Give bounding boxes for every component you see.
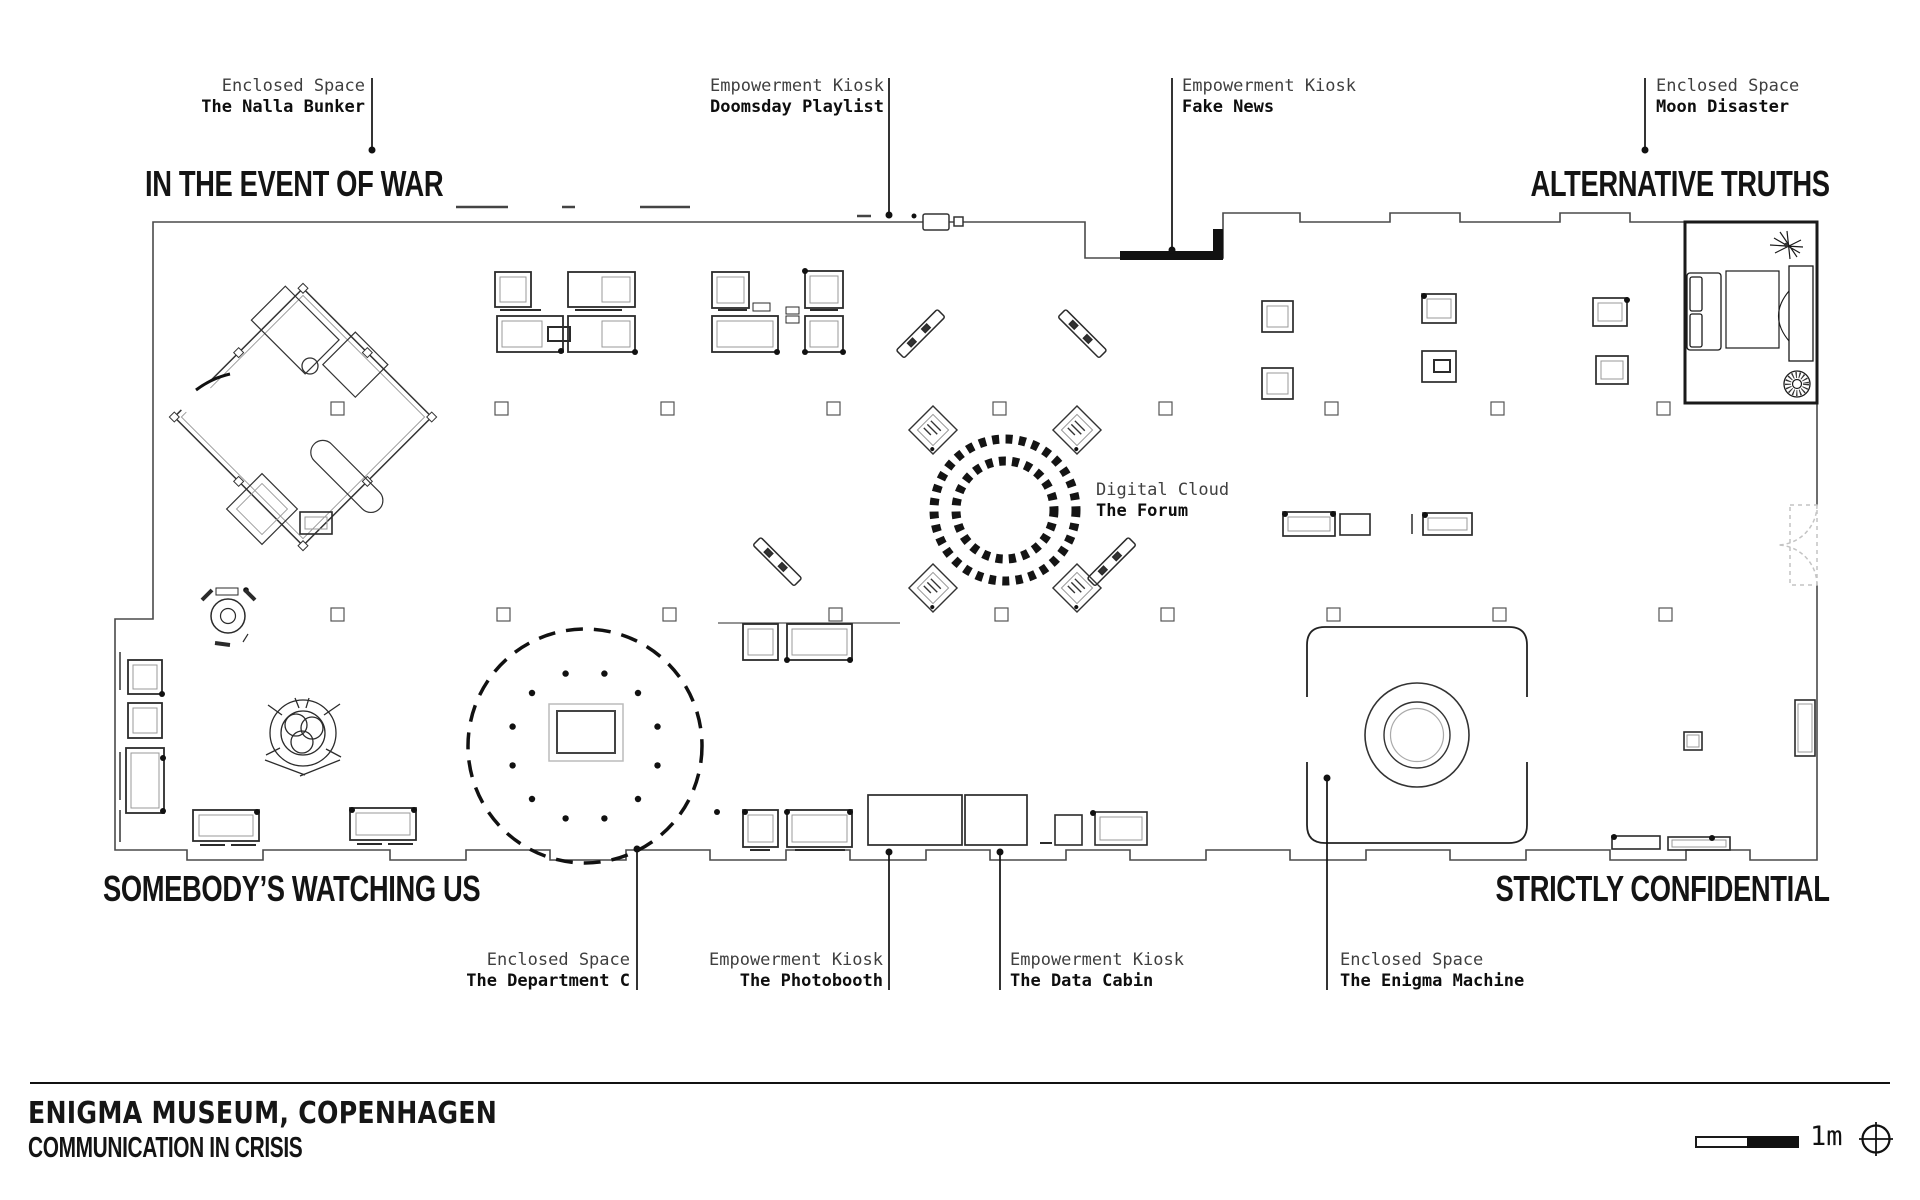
- nalla-bunker-room: [168, 282, 438, 552]
- wall-case-marks: [456, 205, 871, 218]
- dresser: [1777, 265, 1814, 362]
- double-door: [1776, 504, 1823, 586]
- callout-enigma-machine: Enclosed Space The Enigma Machine: [1340, 950, 1524, 992]
- photobooth-box: [867, 794, 963, 846]
- callout-the-forum: Digital Cloud The Forum: [1096, 480, 1229, 522]
- center-bottom-furniture: [714, 622, 1148, 851]
- zone-title-alternative-truths: ALTERNATIVE TRUTHS: [1530, 163, 1831, 204]
- callout-name: Moon Disaster: [1656, 97, 1790, 117]
- callout-moon-disaster: Enclosed Space Moon Disaster: [1656, 76, 1799, 118]
- zone-title-somebodys-watching-us: SOMEBODY’S WATCHING US: [103, 868, 481, 909]
- watching-us-furniture: [125, 511, 417, 846]
- forum-kiosks: [907, 404, 1103, 614]
- callout-category: Empowerment Kiosk: [710, 76, 884, 96]
- callout-doomsday-playlist: Empowerment Kiosk Doomsday Playlist: [710, 76, 884, 118]
- callout-nalla-bunker: Enclosed Space The Nalla Bunker: [201, 76, 365, 118]
- forum-circle: [929, 434, 1081, 586]
- fake-news-kiosk-wall: [1120, 229, 1223, 260]
- callout-category: Enclosed Space: [1656, 76, 1800, 96]
- scale-bar-open-segment: [1695, 1136, 1747, 1148]
- exhibition-title: COMMUNICATION IN CRISIS: [28, 1132, 303, 1164]
- callout-category: Empowerment Kiosk: [1010, 950, 1184, 970]
- callout-name: Fake News: [1182, 97, 1275, 117]
- zone-title-strictly-confidential: STRICTLY CONFIDENTIAL: [1495, 868, 1830, 909]
- callout-name: The Photobooth: [739, 971, 883, 991]
- callout-category: Enclosed Space: [486, 950, 630, 970]
- right-side-furniture: [1261, 293, 1816, 851]
- callout-category: Digital Cloud: [1096, 480, 1230, 500]
- doomsday-kiosk: [911, 213, 964, 231]
- callout-name: The Forum: [1096, 501, 1189, 521]
- callout-category: Enclosed Space: [1340, 950, 1484, 970]
- moon-disaster-room: [1683, 220, 1819, 405]
- callout-name: The Nalla Bunker: [201, 97, 365, 117]
- museum-title: ENIGMA MUSEUM, COPENHAGEN: [28, 1096, 498, 1131]
- callout-photobooth: Empowerment Kiosk The Photobooth: [709, 950, 883, 992]
- callout-fake-news: Empowerment Kiosk Fake News: [1182, 76, 1356, 118]
- camera-object: [200, 587, 257, 647]
- columns-grid: [330, 401, 1673, 622]
- callout-name: Doomsday Playlist: [710, 97, 884, 117]
- bed: [1686, 272, 1722, 351]
- plant-icon: [1769, 230, 1804, 260]
- enigma-machine-room: [1306, 626, 1528, 844]
- scale-label: 1m: [1810, 1121, 1843, 1152]
- callout-name: The Data Cabin: [1010, 971, 1154, 991]
- department-c-circle: [466, 627, 704, 865]
- fan-icon: [1783, 370, 1811, 398]
- callout-category: Enclosed Space: [221, 76, 365, 96]
- data-cabin-box: [964, 794, 1028, 846]
- footer-divider: [30, 1082, 1890, 1084]
- building-outline: [114, 205, 1818, 861]
- scale-bar-filled-segment: [1747, 1136, 1799, 1148]
- diagonal-benches: [753, 309, 1136, 586]
- flower-installation: [264, 697, 342, 777]
- callout-name: The Department C: [466, 971, 630, 991]
- callout-data-cabin: Empowerment Kiosk The Data Cabin: [1010, 950, 1184, 992]
- callout-name: The Enigma Machine: [1340, 971, 1525, 991]
- monitor-tables: [494, 268, 846, 355]
- callout-category: Empowerment Kiosk: [709, 950, 883, 970]
- rug: [1725, 270, 1780, 349]
- compass-icon: [1859, 1122, 1893, 1156]
- callout-category: Empowerment Kiosk: [1182, 76, 1356, 96]
- zone-title-in-the-event-of-war: IN THE EVENT OF WAR: [145, 163, 444, 204]
- leader-lines: [368, 78, 1649, 990]
- callout-department-c: Enclosed Space The Department C: [466, 950, 630, 992]
